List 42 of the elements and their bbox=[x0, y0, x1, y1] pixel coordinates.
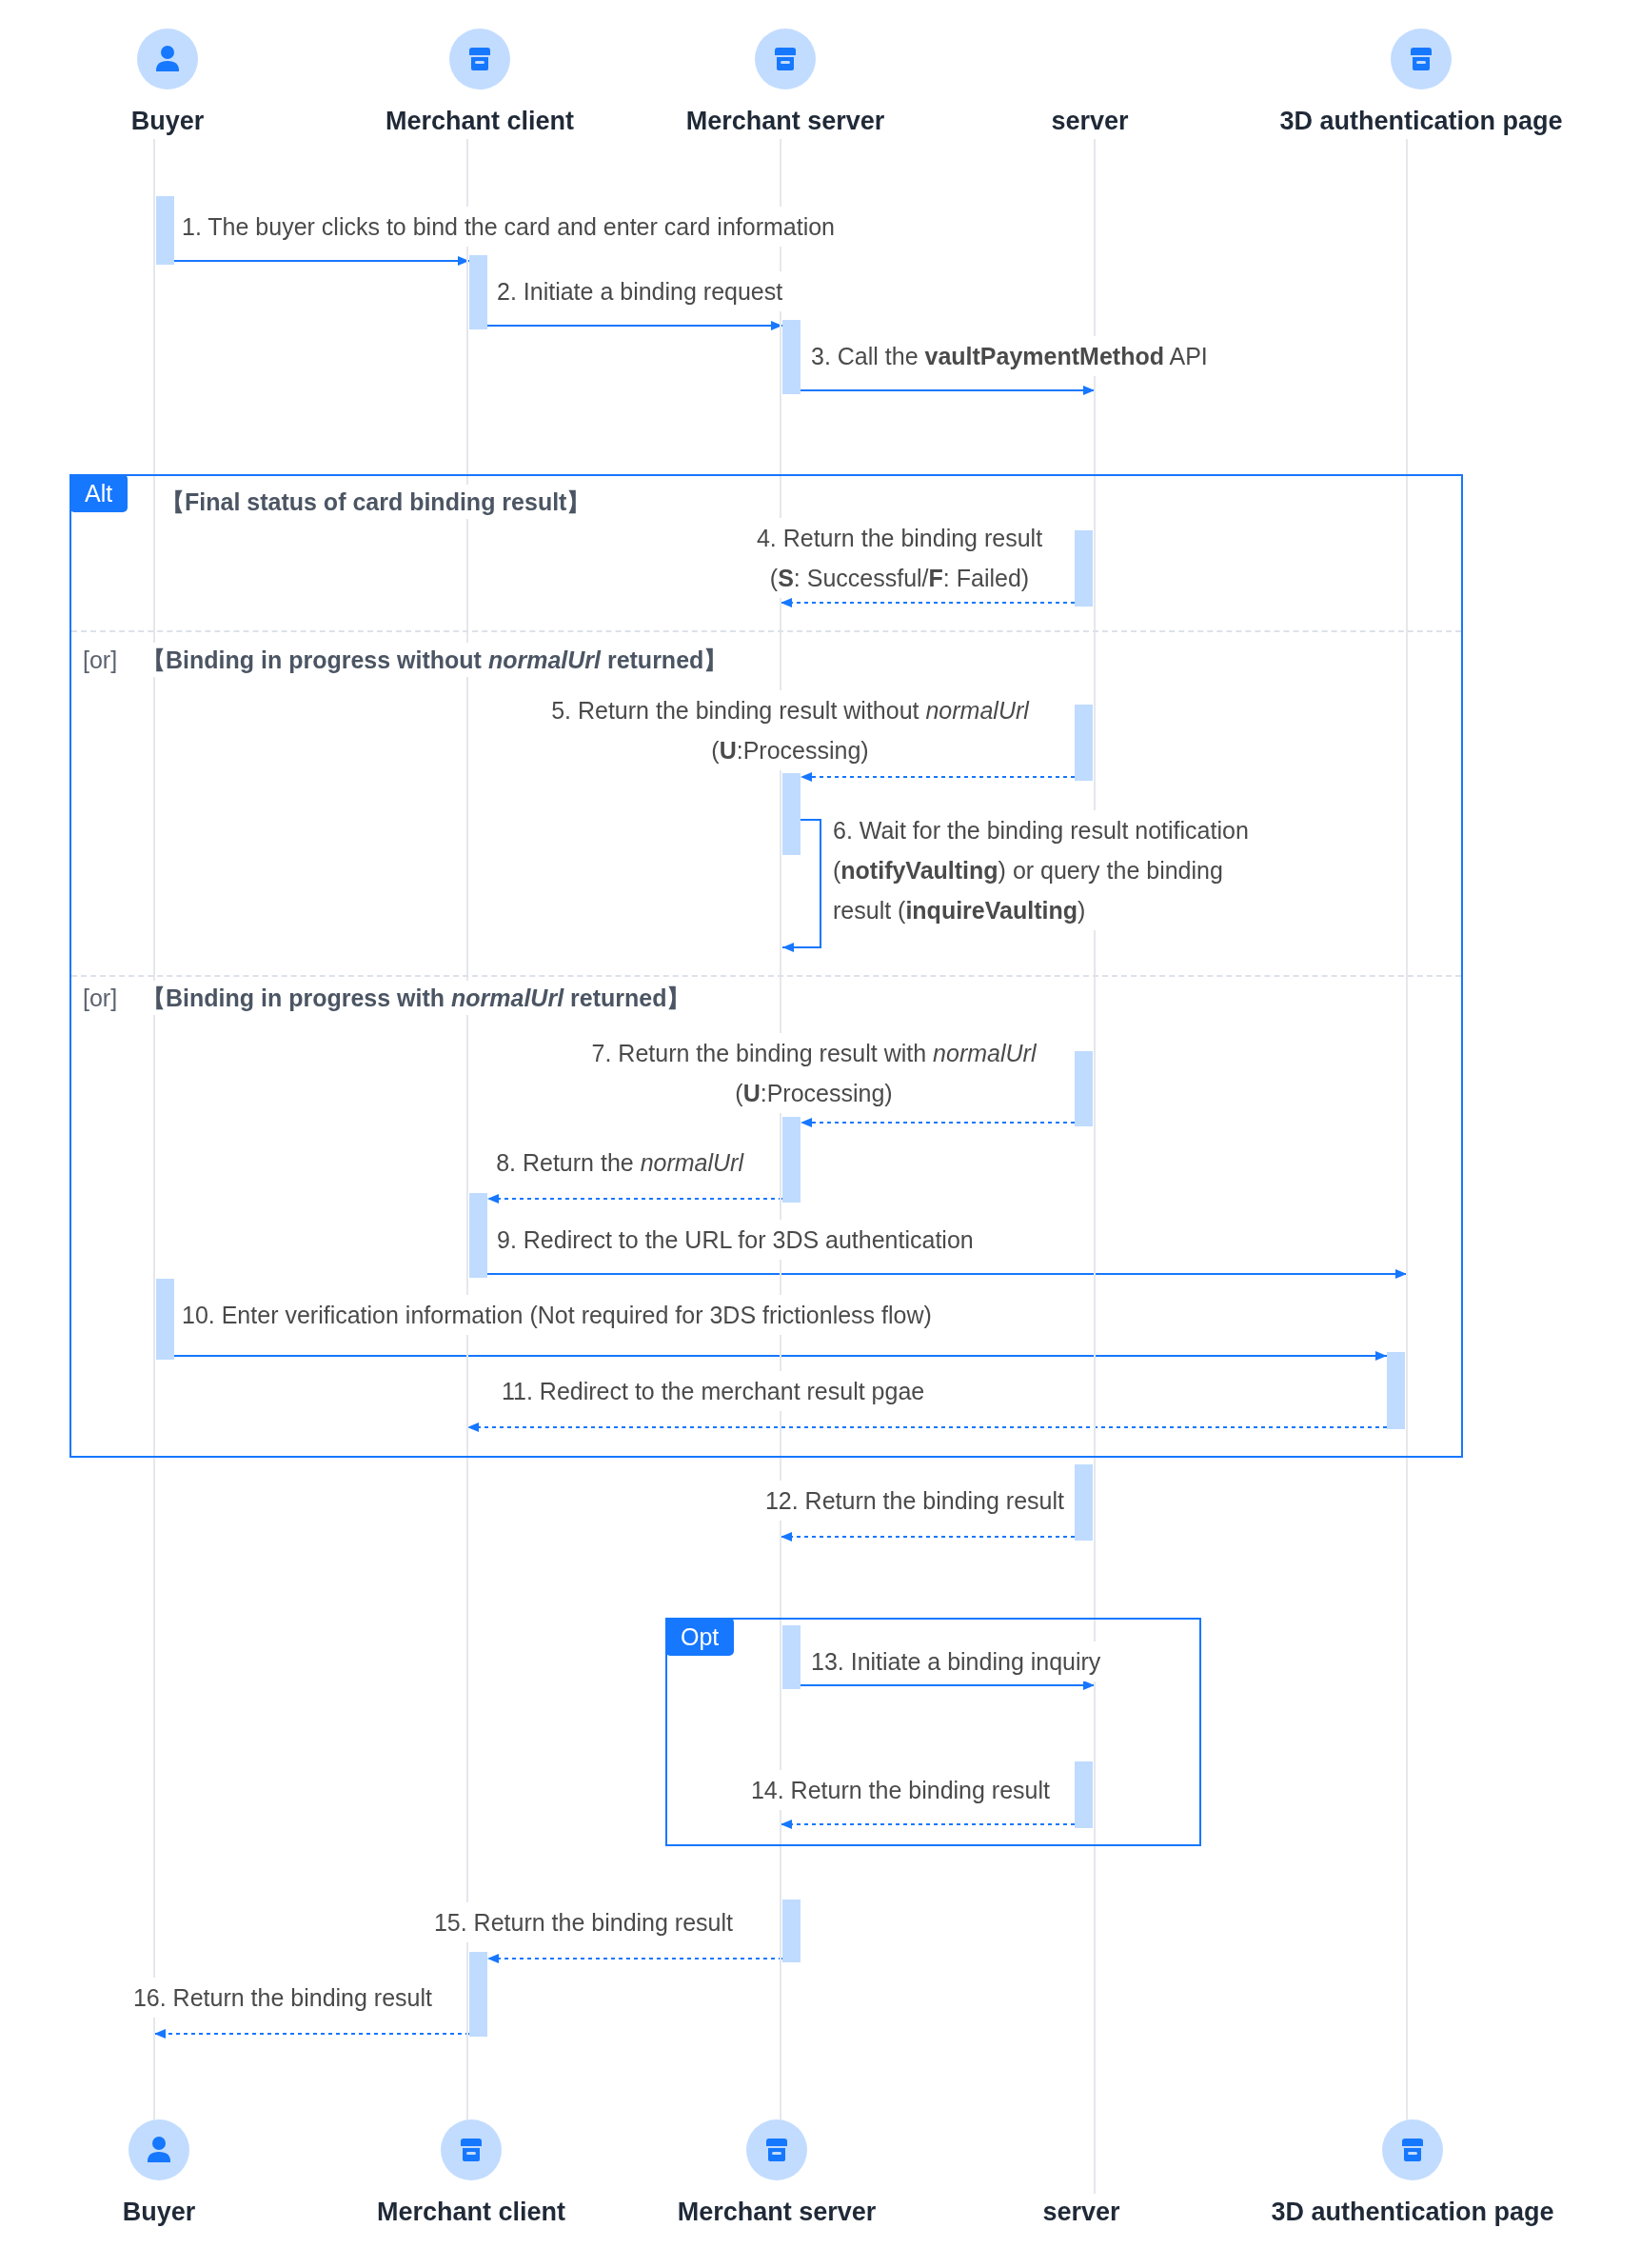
participant-label: server bbox=[1051, 106, 1129, 137]
return-arrow bbox=[800, 1118, 1076, 1127]
self-message-arrow bbox=[781, 819, 821, 952]
activation-bar bbox=[782, 773, 801, 855]
return-arrow bbox=[466, 1422, 1388, 1432]
fragment-tag: Alt bbox=[69, 474, 129, 512]
participant-label: Buyer bbox=[130, 106, 205, 137]
participant-label: server bbox=[1042, 2197, 1120, 2228]
participant-label: Buyer bbox=[122, 2197, 196, 2228]
activation-bar bbox=[782, 320, 801, 394]
return-arrow bbox=[780, 1532, 1076, 1542]
activation-bar bbox=[1075, 1761, 1093, 1828]
activation-bar bbox=[782, 1900, 801, 1962]
message-arrow bbox=[800, 1681, 1096, 1690]
activation-bar bbox=[1075, 1051, 1093, 1126]
fragment-frame bbox=[665, 1618, 1201, 1846]
participant-label: 3D authentication page bbox=[1279, 106, 1563, 137]
participant-label: Merchant server bbox=[677, 2197, 877, 2228]
message-arrow bbox=[486, 1269, 1408, 1279]
activation-bar bbox=[469, 1193, 487, 1278]
operator-label: [or] bbox=[83, 984, 118, 1013]
return-arrow bbox=[780, 1820, 1076, 1829]
participant-label: Merchant server bbox=[685, 106, 885, 137]
return-arrow bbox=[800, 772, 1076, 782]
return-arrow bbox=[780, 598, 1076, 607]
activation-bar bbox=[1387, 1352, 1405, 1429]
activation-bar bbox=[782, 1625, 801, 1689]
participant-label: Merchant client bbox=[385, 106, 574, 137]
participant-label: Merchant client bbox=[376, 2197, 565, 2228]
activation-bar bbox=[469, 1952, 487, 2037]
operator-label: [or] bbox=[83, 646, 118, 675]
activation-bar bbox=[1075, 1464, 1093, 1541]
activation-bar bbox=[1075, 530, 1093, 607]
message-arrow bbox=[800, 386, 1096, 395]
message-arrow bbox=[173, 1351, 1388, 1361]
activation-bar bbox=[156, 196, 174, 265]
activation-bar bbox=[782, 1117, 801, 1203]
activation-bar bbox=[1075, 705, 1093, 781]
activation-bar bbox=[469, 255, 487, 329]
activation-bar bbox=[156, 1279, 174, 1360]
fragment-tag: Opt bbox=[665, 1618, 735, 1656]
participant-label: 3D authentication page bbox=[1271, 2197, 1554, 2228]
